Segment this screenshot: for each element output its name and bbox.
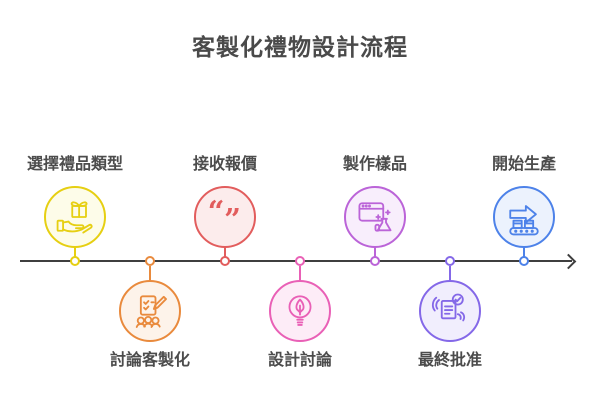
timeline-dot (70, 256, 80, 266)
svg-text:“: “ (208, 195, 225, 229)
approval-document-icon (431, 293, 466, 322)
gift-in-hand-icon (56, 201, 93, 234)
connector-stem (449, 266, 451, 281)
step-circle: “ ” (194, 186, 256, 248)
connector-stem (74, 247, 76, 258)
step-label: 接收報價 (192, 154, 258, 173)
step-circle (493, 186, 555, 248)
conveyor-icon (509, 205, 539, 236)
timeline-dot (445, 256, 455, 266)
timeline-arrowhead-icon (560, 253, 577, 270)
connector-stem (523, 247, 525, 258)
design-bulb-icon (288, 295, 312, 326)
step-label: 製作樣品 (342, 154, 408, 173)
connector-stem (224, 247, 226, 258)
step-circle (344, 186, 406, 248)
timeline-dot (519, 256, 529, 266)
timeline-dot (145, 256, 155, 266)
svg-text:”: ” (224, 201, 241, 236)
step-label: 設計討論 (267, 350, 333, 369)
connector-stem (374, 247, 376, 258)
quotes-icon: “ ” (208, 195, 241, 236)
connector-stem (299, 266, 301, 281)
step-label: 開始生產 (491, 154, 557, 173)
step-circle (119, 280, 181, 342)
step-circle (419, 280, 481, 342)
step-circle (269, 280, 331, 342)
page-title: 客製化禮物設計流程 (192, 35, 408, 61)
step-circle (44, 186, 106, 248)
step-label: 討論客製化 (109, 350, 191, 369)
timeline-dot (295, 256, 305, 266)
connector-stem (149, 266, 151, 281)
step-label: 最終批准 (417, 350, 483, 369)
browser-flask-icon (358, 202, 392, 232)
checklist-people-icon (135, 295, 167, 328)
step-label: 選擇禮品類型 (26, 154, 124, 173)
timeline-dot (370, 256, 380, 266)
timeline-dot (220, 256, 230, 266)
